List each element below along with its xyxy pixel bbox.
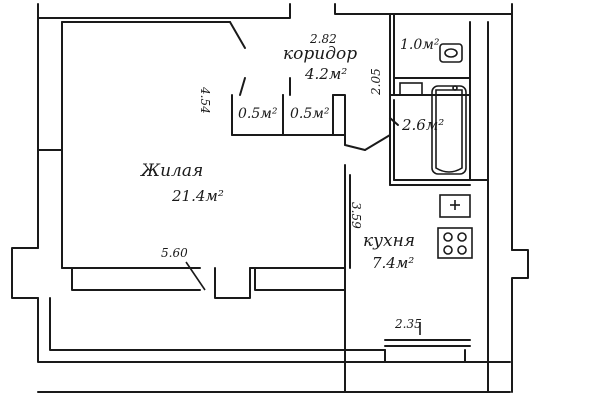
dim-living-depth: 4.54 (198, 87, 212, 114)
wall-balcony (37, 297, 511, 363)
corridor-area: 4.2м² (305, 65, 348, 83)
dim-kitchen-depth: 3.59 (349, 202, 363, 229)
dim-living-width: 5.60 (161, 246, 188, 260)
kitchen-area: 7.4м² (372, 254, 415, 272)
sink-icon (399, 82, 423, 96)
dim-corridor-width: 2.82 (310, 32, 337, 46)
wall-top-right (334, 3, 513, 15)
closet-right-area: 0.5м² (290, 106, 330, 122)
bathroom-area: 2.6м² (402, 116, 445, 134)
kitchen-sink-icon (439, 194, 471, 218)
wall-top-left (37, 3, 291, 19)
bathtub-icon (431, 85, 467, 175)
closet-left-area: 0.5м² (238, 106, 278, 122)
dim-bath-wall: 2.05 (369, 68, 383, 95)
corridor-name: коридор (283, 44, 358, 64)
dim-kitchen-width: 2.35 (395, 317, 422, 331)
kitchen-name: кухня (363, 231, 416, 251)
toilet-area: 1.0м² (400, 37, 440, 53)
toilet-icon (439, 43, 463, 63)
living-room-name: Жилая (141, 161, 204, 181)
living-room-area: 21.4м² (172, 187, 224, 205)
stove-icon (437, 227, 473, 259)
